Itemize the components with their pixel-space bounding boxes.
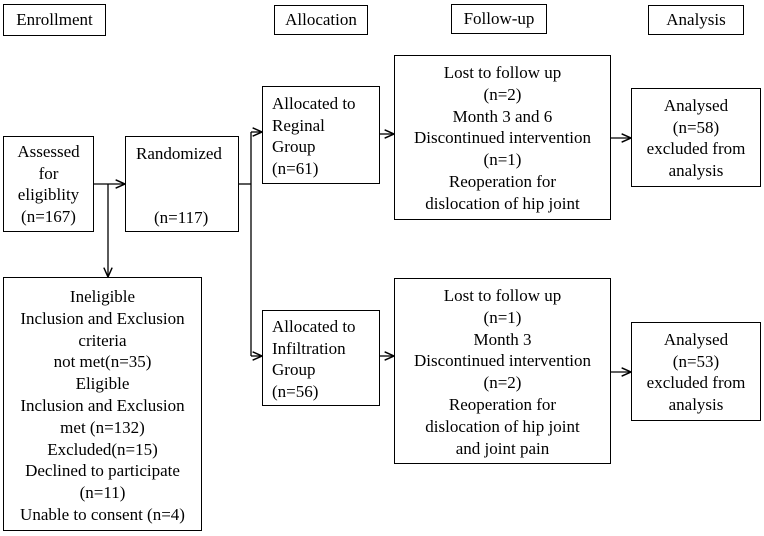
header-enrollment-label: Enrollment xyxy=(16,10,93,30)
followup-infiltration-box: Lost to follow up (n=1) Month 3 Disconti… xyxy=(394,278,611,464)
eligibility-line: (n=11) xyxy=(79,483,126,503)
eligibility-line: criteria xyxy=(78,330,127,350)
regional-line: Reginal xyxy=(272,115,325,135)
header-analysis-label: Analysis xyxy=(666,10,726,30)
assessed-line: eligiblity xyxy=(17,185,80,204)
followup-regional-line: Month 3 and 6 xyxy=(452,106,553,126)
randomized-label: Randomized xyxy=(136,144,222,163)
followup-regional-line: (n=1) xyxy=(483,150,522,170)
randomized-box: Randomized (n=117) xyxy=(125,136,239,232)
followup-infiltration-line: Discontinued intervention xyxy=(413,351,592,371)
followup-infiltration-line: Month 3 xyxy=(473,329,532,349)
analysis-infiltration-box: Analysed (n=53) excluded from analysis xyxy=(631,322,761,421)
analysis-infiltration-line: (n=53) xyxy=(672,351,720,371)
analysis-regional-line: analysis xyxy=(668,160,724,180)
analysis-regional-line: (n=58) xyxy=(672,117,720,137)
followup-infiltration-line: (n=1) xyxy=(483,307,522,327)
followup-infiltration-line: Reoperation for xyxy=(448,394,557,414)
assessed-line: for xyxy=(38,163,59,183)
followup-infiltration-line: and joint pain xyxy=(455,438,550,458)
eligibility-line: Unable to consent (n=4) xyxy=(20,504,185,524)
infiltration-line: (n=56) xyxy=(272,381,319,401)
infiltration-line: Allocated to xyxy=(272,317,356,336)
followup-infiltration-line: (n=2) xyxy=(483,373,522,393)
eligibility-line: not met(n=35) xyxy=(53,352,152,372)
eligibility-box: Ineligible Inclusion and Exclusion crite… xyxy=(3,277,202,531)
header-follow-up-label: Follow-up xyxy=(463,9,535,29)
eligibility-line: Declined to participate xyxy=(25,461,180,481)
regional-line: (n=61) xyxy=(272,158,319,178)
randomized-count: (n=117) xyxy=(154,208,209,227)
analysis-regional-line: excluded from xyxy=(646,139,746,158)
eligibility-line: met (n=132) xyxy=(60,417,145,437)
eligibility-line: Ineligible xyxy=(69,287,136,306)
analysis-regional-box: Analysed (n=58) excluded from analysis xyxy=(631,88,761,187)
followup-infiltration-line: dislocation of hip joint xyxy=(425,416,580,436)
analysis-infiltration-line: excluded from xyxy=(646,373,746,392)
analysis-infiltration-line: analysis xyxy=(668,394,724,414)
assessed-line: (n=167) xyxy=(21,206,76,226)
header-enrollment: Enrollment xyxy=(3,4,106,36)
followup-regional-line: dislocation of hip joint xyxy=(425,193,580,213)
eligibility-line: Eligible xyxy=(75,374,130,394)
followup-regional-line: Lost to follow up xyxy=(443,63,562,82)
eligibility-line: Inclusion and Exclusion xyxy=(20,308,185,328)
regional-line: Group xyxy=(272,137,316,156)
assessed-line: Assessed xyxy=(17,142,80,161)
followup-regional-line: Discontinued intervention xyxy=(413,128,592,148)
analysis-regional-line: Analysed xyxy=(663,96,729,115)
infiltration-group-box: Allocated to Infiltration Group (n=56) xyxy=(262,310,380,406)
header-allocation: Allocation xyxy=(274,5,368,35)
eligibility-line: Excluded(n=15) xyxy=(47,439,158,459)
header-allocation-label: Allocation xyxy=(285,10,357,30)
followup-regional-line: Reoperation for xyxy=(448,171,557,191)
regional-line: Allocated to xyxy=(272,94,356,113)
followup-infiltration-line: Lost to follow up xyxy=(443,286,562,305)
assessed-box: Assessed for eligiblity (n=167) xyxy=(3,136,94,232)
infiltration-line: Infiltration xyxy=(272,338,346,358)
infiltration-line: Group xyxy=(272,360,316,379)
followup-regional-box: Lost to follow up (n=2) Month 3 and 6 Di… xyxy=(394,55,611,220)
eligibility-line: Inclusion and Exclusion xyxy=(20,395,185,415)
header-analysis: Analysis xyxy=(648,5,744,35)
header-follow-up: Follow-up xyxy=(451,4,547,34)
regional-group-box: Allocated to Reginal Group (n=61) xyxy=(262,86,380,184)
followup-regional-line: (n=2) xyxy=(483,84,522,104)
analysis-infiltration-line: Analysed xyxy=(663,330,729,349)
